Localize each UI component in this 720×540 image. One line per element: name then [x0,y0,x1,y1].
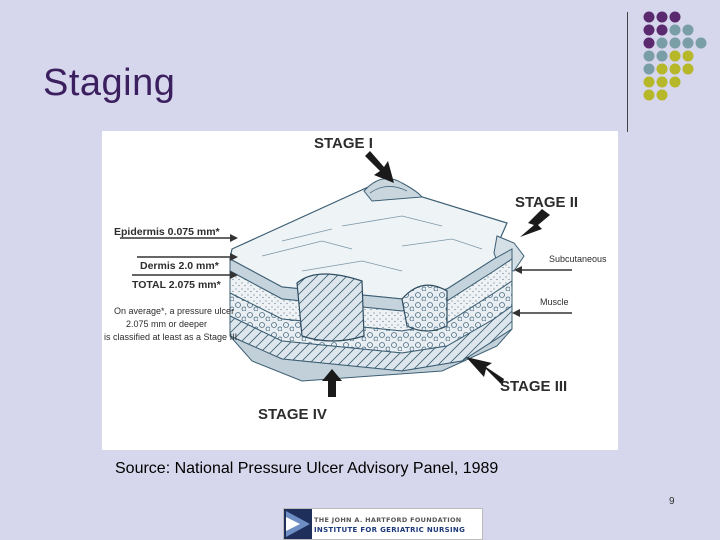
total-label: TOTAL 2.075 mm* [132,279,222,291]
stage4-lesion [296,273,365,342]
stage3-lesion [401,284,448,332]
stage2-arrow [520,209,550,237]
subcutaneous-label: Subcutaneous [549,254,607,264]
source-citation: Source: National Pressure Ulcer Advisory… [115,460,499,477]
note-line-2: 2.075 mm or deeper [126,319,207,329]
note-line-3: is classified at least as a Stage III. [104,332,240,342]
page-number: 9 [669,496,675,507]
note-line-1: On average*, a pressure ulcer [114,306,234,316]
stage4-arrow [322,369,342,397]
stage4-label: STAGE IV [258,406,327,423]
stage3-arrow [466,357,504,385]
slide-title: Staging [43,62,176,104]
stage1-arrow [365,151,394,183]
stage2-label: STAGE II [515,194,578,211]
title-divider-line [627,12,628,132]
stage3-label: STAGE III [500,378,567,395]
dermis-label: Dermis 2.0 mm* [140,260,220,272]
skin-layer-diagram: STAGE I STAGE II STAGE III STAGE IV Epid… [104,135,607,423]
logo-mark-icon [284,509,312,539]
hartford-logo: THE JOHN A. HARTFORD FOUNDATION INSTITUT… [283,508,483,540]
epidermis-label: Epidermis 0.075 mm* [114,226,221,238]
muscle-label: Muscle [540,297,569,307]
staging-illustration: STAGE I STAGE II STAGE III STAGE IV Epid… [102,131,618,450]
deep-tissue-layer [229,328,513,382]
logo-line-1: THE JOHN A. HARTFORD FOUNDATION [314,516,462,524]
stage1-lesion [363,178,424,202]
stage1-label: STAGE I [314,135,373,152]
logo-line-2: INSTITUTE FOR GERIATRIC NURSING [314,526,466,534]
decorative-dot-grid [643,11,707,101]
